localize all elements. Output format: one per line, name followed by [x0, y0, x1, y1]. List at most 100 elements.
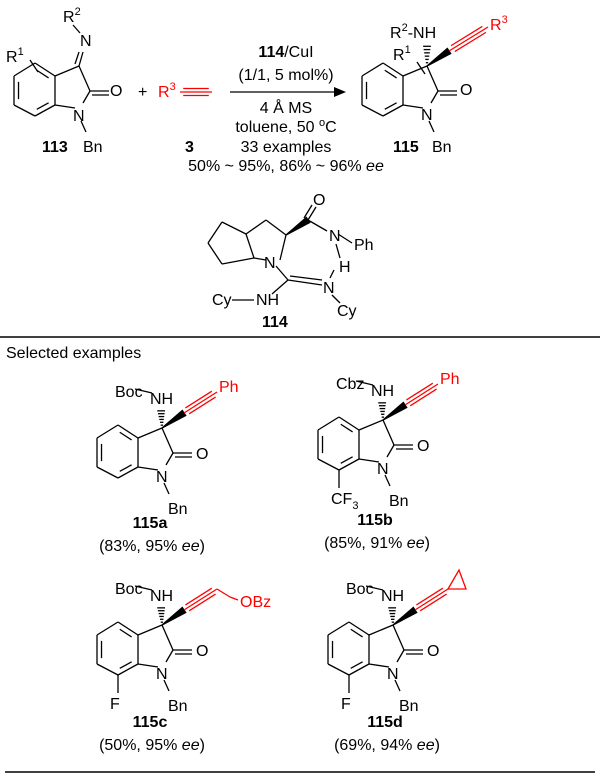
- ring-n-label: N: [387, 666, 399, 683]
- bond-line: [392, 624, 405, 651]
- bond-line: [78, 51, 84, 67]
- condition-examples: 33 examples: [241, 139, 332, 156]
- bond-line: [117, 424, 139, 439]
- n-benzyl-bond: [394, 679, 401, 692]
- carbonyl-double-line: [303, 204, 313, 219]
- ee-text: ee: [417, 737, 435, 754]
- ch2-o-bond: [229, 596, 239, 601]
- bond-line: [368, 663, 390, 668]
- carbonyl-o-label: O: [196, 446, 208, 463]
- bond-line: [137, 624, 163, 636]
- protecting-group-label: Boc: [346, 581, 374, 598]
- n-protecting-group-bond: [134, 585, 153, 591]
- bond-line: [368, 624, 394, 636]
- bond-line: [327, 621, 350, 636]
- alkyne-line: [183, 391, 218, 414]
- wedge-bond: [392, 606, 418, 626]
- ring-substituent-label: CF3: [331, 491, 358, 512]
- yield-ee-label: (83%, 95% ee): [99, 538, 205, 555]
- bond-line: [361, 104, 384, 117]
- product-r1-label: R1: [393, 44, 411, 64]
- bond-line: [117, 466, 139, 479]
- bond-line: [137, 663, 159, 668]
- bond-line: [386, 444, 395, 458]
- bond-line: [358, 419, 384, 431]
- bond-line: [402, 65, 428, 77]
- bond-line: [348, 663, 370, 676]
- n-protecting-group-bond: [134, 388, 153, 394]
- ring-n-label: N: [156, 666, 168, 683]
- bond-line: [358, 458, 380, 463]
- wedge-bond: [161, 409, 187, 429]
- example-115c-structure: [96, 585, 239, 693]
- compound-id-label: 115c: [133, 714, 168, 731]
- h-bond: [335, 243, 341, 259]
- close-paren: ): [435, 737, 440, 754]
- protecting-group-label: Boc: [115, 384, 143, 401]
- double-bond-line: [384, 69, 397, 79]
- bond-line: [72, 24, 81, 34]
- ch2-bond: [216, 588, 231, 598]
- alkyne-line: [416, 587, 444, 606]
- double-bond-line: [119, 628, 132, 638]
- n-benzyl-bond: [80, 120, 87, 133]
- bond-line: [96, 663, 119, 676]
- yield-text: (50%, 95%: [99, 737, 182, 754]
- product-o-label: O: [460, 82, 472, 99]
- bond-line: [331, 294, 341, 304]
- alkyne-line: [185, 587, 213, 606]
- ring-n-label: N: [377, 461, 389, 478]
- alkyne-line: [448, 26, 489, 52]
- condition-additive: 4 Å MS: [260, 98, 312, 117]
- cf-label: CF: [331, 491, 353, 508]
- catalyst-imine-n-label: N: [323, 280, 335, 297]
- double-bond-line: [340, 456, 353, 464]
- bond-line: [430, 90, 439, 104]
- bond-line: [317, 458, 340, 471]
- bond-line: [96, 466, 119, 479]
- double-bond-line: [36, 102, 49, 110]
- carbonyl-o-label: O: [417, 438, 429, 455]
- benzyl-label: Bn: [399, 698, 419, 715]
- alkyne-line: [185, 390, 213, 409]
- bond-line: [287, 279, 323, 286]
- catalyst-ph-label: Ph: [354, 237, 374, 254]
- bond-line: [137, 427, 163, 439]
- imine-double-line: [289, 275, 323, 281]
- catalyst-h-label: H: [339, 259, 351, 276]
- compound-3-id: 3: [185, 139, 194, 156]
- alkyne-line: [454, 31, 487, 53]
- alkyne-line: [406, 382, 434, 401]
- bond-line: [402, 104, 424, 109]
- bond-line: [307, 219, 328, 232]
- bond-line: [337, 233, 353, 244]
- nh-label: NH: [150, 391, 173, 408]
- bond-line: [82, 90, 91, 104]
- yield-text: (85%, 91%: [324, 535, 407, 552]
- close-paren: ): [200, 538, 205, 555]
- bond-line: [34, 62, 56, 77]
- alkyne-substituent-label: Ph: [440, 371, 460, 388]
- nh-label: NH: [150, 588, 173, 605]
- yield-ee-label: (69%, 94% ee): [334, 737, 440, 754]
- close-paren: ): [425, 535, 430, 552]
- bond-line: [54, 104, 76, 109]
- catalyst-ring-n-label: N: [264, 255, 276, 272]
- bond-line: [271, 279, 289, 295]
- bond-line: [338, 458, 360, 471]
- bond-line: [96, 621, 119, 636]
- ee-text: ee: [182, 538, 200, 555]
- imine-n-label: N: [80, 33, 92, 50]
- example-115d-structure: [327, 568, 467, 693]
- bond-line: [265, 219, 287, 236]
- bond-line: [161, 624, 174, 651]
- ee-text: ee: [407, 535, 425, 552]
- example-115a-structure: [96, 388, 218, 495]
- bond-line: [307, 206, 317, 221]
- alkyne-line: [183, 588, 218, 611]
- carbonyl-o-label: O: [427, 643, 439, 660]
- bond-line: [338, 416, 360, 431]
- ee-text: ee: [182, 737, 200, 754]
- bond-line: [245, 219, 267, 235]
